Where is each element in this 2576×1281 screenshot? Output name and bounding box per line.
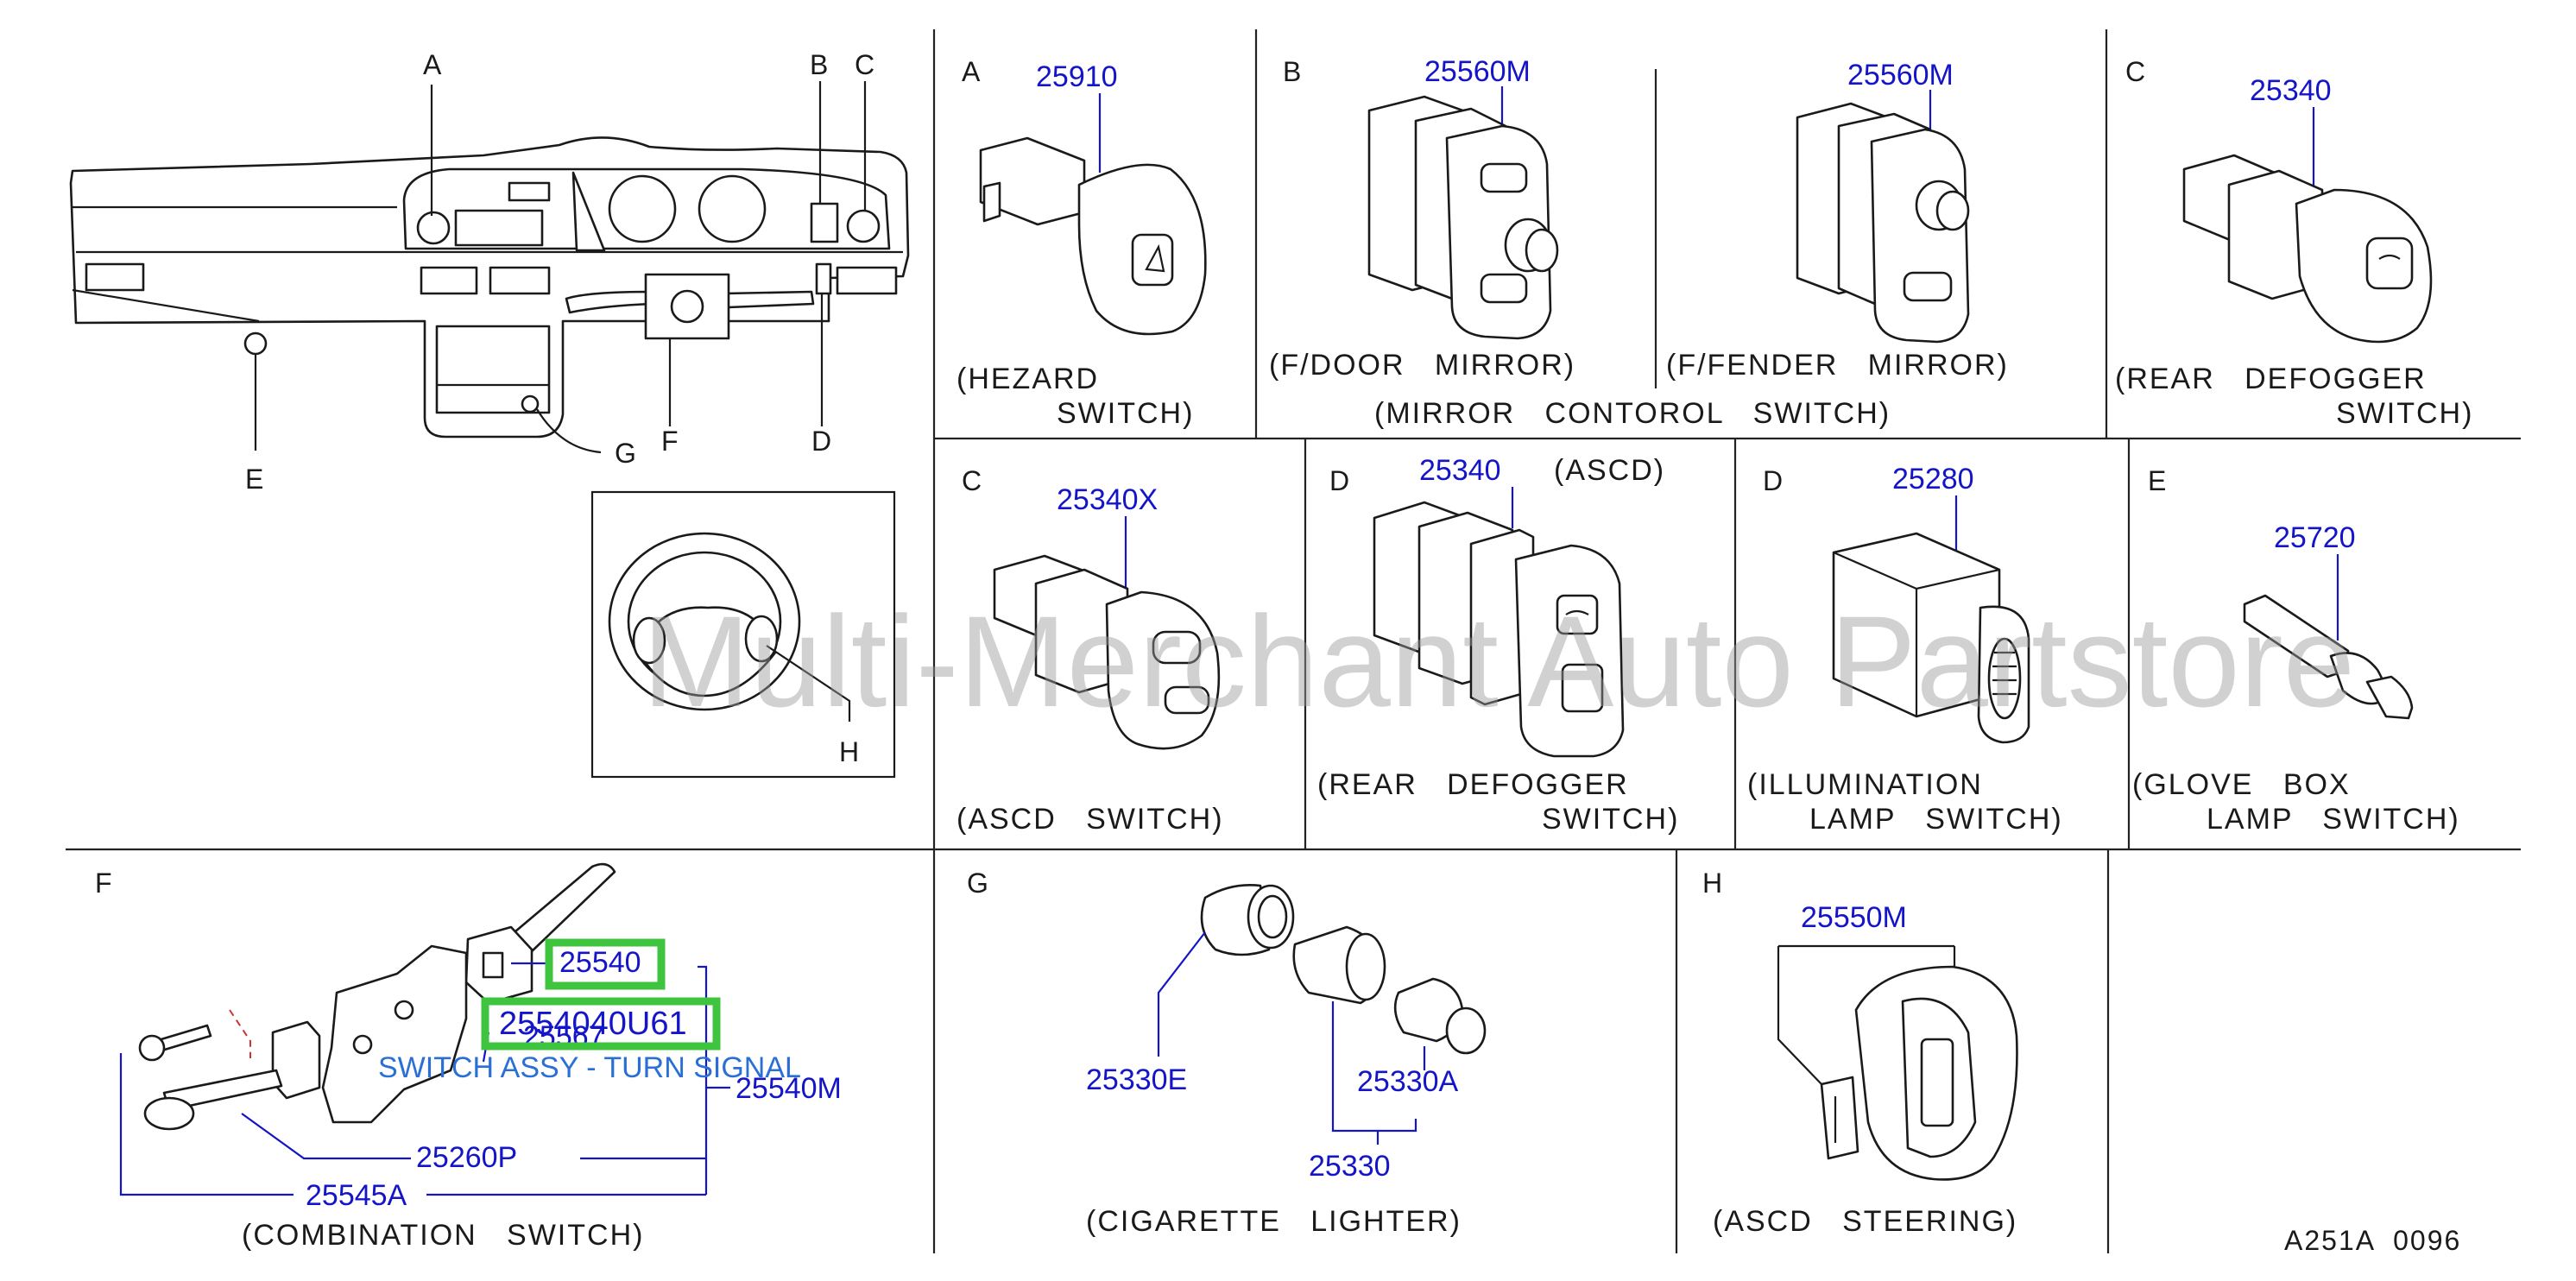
part-number-25330e: 25330E bbox=[1086, 1063, 1187, 1096]
panel-g-letter: G bbox=[967, 868, 988, 899]
part-number-25340x: 25340X bbox=[1057, 483, 1158, 516]
panel-d-letter-left: D bbox=[1329, 465, 1349, 496]
panel-e-glove-box-lamp-switch: E 25720 (GLOVE BOX LAMP SWITCH) bbox=[2132, 465, 2460, 836]
panel-d-illumination-lamp-switch: D 25280 (ILLUMINATION LAMP SWITCH) bbox=[1747, 463, 2063, 836]
caption-hazard-line2: SWITCH) bbox=[1057, 397, 1194, 430]
panel-f-combination-switch: F 25540 25567 2554040U61 SWITCH ASSY - T… bbox=[95, 862, 842, 1252]
panel-e-letter: E bbox=[2148, 465, 2166, 496]
caption-rear-defogger-mid-line1: (REAR DEFOGGER bbox=[1317, 768, 1629, 801]
overview-letter-a: A bbox=[423, 49, 442, 80]
part-number-25550m: 25550M bbox=[1801, 901, 1907, 934]
caption-glove-box-line1: (GLOVE BOX bbox=[2132, 768, 2351, 801]
highlight-25540 bbox=[545, 938, 666, 990]
overview-letter-h: H bbox=[839, 736, 859, 767]
part-number-25560m-door: 25560M bbox=[1424, 55, 1531, 88]
overlay-switch-assy-turn-signal: SWITCH ASSY - TURN SIGNAL bbox=[378, 1051, 801, 1084]
overview-letter-g: G bbox=[615, 438, 636, 469]
part-number-25560m-fender: 25560M bbox=[1847, 59, 1954, 92]
panel-c-letter-bottom: C bbox=[962, 465, 982, 496]
panel-d-letter-right: D bbox=[1763, 465, 1783, 496]
overview-letter-c: C bbox=[855, 49, 874, 80]
part-number-25280: 25280 bbox=[1892, 463, 1974, 495]
steering-wheel-inset: H bbox=[590, 490, 896, 779]
panel-g-cigarette-lighter: G 25330E 25330A 25330 (CIGARETTE LIGHTER… bbox=[967, 868, 1487, 1238]
caption-ascd-switch: (ASCD SWITCH) bbox=[957, 803, 1224, 836]
panel-b-mirror-control-switch: B 25560M (F/DOOR MIRROR) 25560M (F/FENDE… bbox=[1269, 55, 2009, 430]
overview-letter-e: E bbox=[245, 464, 263, 495]
caption-glove-box-line2: LAMP SWITCH) bbox=[2207, 803, 2460, 836]
watermark: Multi-Merchant Auto Partstore bbox=[642, 589, 2355, 734]
diagram-code: A251A 0096 bbox=[2284, 1225, 2461, 1256]
caption-rear-defogger-mid-line2: SWITCH) bbox=[1542, 803, 1679, 836]
caption-combination-switch: (COMBINATION SWITCH) bbox=[242, 1219, 644, 1252]
caption-hazard-line1: (HEZARD bbox=[957, 363, 1099, 395]
part-number-2554040u61[interactable]: 2554040U61 bbox=[499, 1006, 687, 1042]
overview-letter-f: F bbox=[661, 426, 679, 457]
overview-letter-d: D bbox=[811, 426, 831, 457]
caption-ascd-steering: (ASCD STEERING) bbox=[1713, 1205, 2017, 1238]
panel-h-ascd-steering: H 25550M (ASCD STEERING) bbox=[1702, 868, 2018, 1238]
part-number-25545a: 25545A bbox=[306, 1179, 407, 1212]
caption-illumination-line2: LAMP SWITCH) bbox=[1809, 803, 2063, 836]
caption-cigarette-lighter: (CIGARETTE LIGHTER) bbox=[1086, 1205, 1462, 1238]
part-number-25260p: 25260P bbox=[416, 1141, 517, 1174]
highlight-2554040u61 bbox=[481, 997, 721, 1051]
part-number-25540: 25540 bbox=[559, 946, 641, 979]
part-number-25330: 25330 bbox=[1309, 1150, 1391, 1183]
panel-a-letter: A bbox=[962, 56, 981, 87]
dashboard-overview: A B C D E F G bbox=[69, 49, 910, 495]
caption-mirror-control-switch: (MIRROR CONTOROL SWITCH) bbox=[1374, 397, 1891, 430]
panel-c-letter-top: C bbox=[2125, 56, 2145, 87]
part-number-25340-rear-defogger: 25340 bbox=[2250, 74, 2332, 107]
caption-rear-defogger-top-line1: (REAR DEFOGGER bbox=[2115, 363, 2427, 395]
caption-f-door-mirror: (F/DOOR MIRROR) bbox=[1269, 349, 1575, 382]
panel-b-letter: B bbox=[1283, 56, 1301, 87]
panel-c-ascd-switch: C 25340X (ASCD SWITCH) bbox=[957, 465, 1224, 836]
part-number-25910: 25910 bbox=[1036, 60, 1118, 93]
panel-a-hazard-switch: A 25910 (HEZARD SWITCH) bbox=[957, 56, 1207, 430]
panel-c-rear-defogger-switch: C 25340 (REAR DEFOGGER SWITCH) bbox=[2115, 56, 2473, 430]
panel-h-letter: H bbox=[1702, 868, 1722, 899]
caption-f-fender-mirror: (F/FENDER MIRROR) bbox=[1666, 349, 2009, 382]
part-number-25330a: 25330A bbox=[1357, 1065, 1459, 1098]
part-number-25540m: 25540M bbox=[736, 1072, 842, 1105]
caption-rear-defogger-top-line2: SWITCH) bbox=[2336, 397, 2473, 430]
panel-grid bbox=[66, 29, 2521, 1253]
part-number-25340-ascd: 25340 bbox=[1419, 454, 1501, 487]
overview-letter-b: B bbox=[810, 49, 828, 80]
part-number-25720: 25720 bbox=[2274, 521, 2356, 554]
panel-d-rear-defogger-switch: D 25340 (ASCD) (REAR DEFOGGER SWITCH) bbox=[1317, 454, 1679, 836]
caption-illumination-line1: (ILLUMINATION bbox=[1747, 768, 1983, 801]
note-ascd: (ASCD) bbox=[1554, 454, 1665, 487]
panel-f-letter: F bbox=[95, 868, 112, 899]
